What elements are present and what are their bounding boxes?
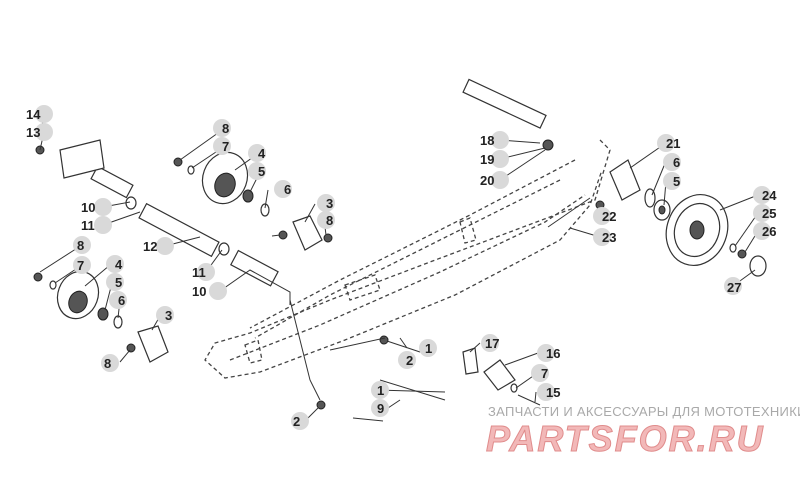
svg-text:7: 7	[77, 258, 84, 273]
label-13: 13	[26, 123, 53, 141]
svg-text:1: 1	[377, 383, 384, 398]
watermark-caption: ЗАПЧАСТИ И АКСЕССУАРЫ ДЛЯ МОТОТЕХНИКИ	[488, 404, 800, 419]
svg-text:20: 20	[480, 173, 494, 188]
svg-text:6: 6	[284, 182, 291, 197]
svg-text:23: 23	[602, 230, 616, 245]
label-27: 27	[724, 277, 742, 295]
label-5c: 5	[663, 172, 681, 190]
label-7a: 7	[213, 137, 231, 155]
label-10b: 10	[192, 282, 227, 300]
svg-text:11: 11	[81, 218, 95, 233]
svg-text:19: 19	[480, 152, 494, 167]
svg-text:22: 22	[602, 209, 616, 224]
svg-text:21: 21	[666, 136, 680, 151]
label-22: 22	[593, 207, 616, 225]
svg-text:8: 8	[326, 213, 333, 228]
label-3a: 3	[317, 194, 335, 212]
label-5b: 5	[106, 273, 124, 291]
rear-wheel	[665, 194, 767, 277]
label-9: 9	[371, 399, 389, 417]
svg-text:26: 26	[762, 224, 776, 239]
callout-labels: 14 13 8 7 4 5 6 10 11 12 3 8 11 10 8 7 4…	[26, 105, 777, 430]
svg-text:3: 3	[165, 308, 172, 323]
svg-text:12: 12	[143, 239, 157, 254]
svg-text:25: 25	[762, 206, 776, 221]
svg-text:10: 10	[81, 200, 95, 215]
svg-text:7: 7	[222, 139, 229, 154]
label-2b: 2	[291, 412, 309, 430]
label-3b: 3	[156, 306, 174, 324]
svg-text:11: 11	[192, 265, 206, 280]
label-23: 23	[593, 228, 616, 246]
label-8c: 8	[73, 236, 91, 254]
label-24: 24	[753, 186, 777, 204]
label-11b: 11	[192, 263, 215, 281]
svg-text:18: 18	[480, 133, 494, 148]
label-20: 20	[480, 171, 509, 189]
svg-text:8: 8	[104, 356, 111, 371]
label-10a: 10	[81, 198, 112, 216]
svg-text:6: 6	[118, 293, 125, 308]
label-7c: 7	[531, 364, 549, 382]
label-14: 14	[26, 105, 53, 123]
svg-text:10: 10	[192, 284, 206, 299]
idler-shafts	[35, 139, 279, 287]
svg-text:3: 3	[326, 196, 333, 211]
svg-text:16: 16	[546, 346, 560, 361]
label-6c: 6	[663, 153, 681, 171]
label-25: 25	[753, 204, 776, 222]
label-16: 16	[537, 344, 560, 362]
label-1a: 1	[419, 339, 437, 357]
svg-text:9: 9	[377, 401, 384, 416]
label-6b: 6	[109, 291, 127, 309]
label-8a: 8	[213, 119, 231, 137]
svg-text:5: 5	[673, 174, 680, 189]
label-7b: 7	[73, 256, 91, 274]
label-18: 18	[480, 131, 509, 149]
svg-text:15: 15	[546, 385, 560, 400]
svg-text:14: 14	[26, 107, 41, 122]
label-1b: 1	[371, 381, 389, 399]
svg-text:7: 7	[541, 366, 548, 381]
bolts	[316, 335, 541, 422]
label-4b: 4	[106, 255, 124, 273]
label-6a: 6	[274, 180, 292, 198]
svg-text:8: 8	[222, 121, 229, 136]
label-21: 21	[657, 134, 680, 152]
svg-text:4: 4	[115, 257, 123, 272]
svg-text:24: 24	[762, 188, 777, 203]
label-26: 26	[753, 222, 776, 240]
idler-wheel-lower	[33, 270, 169, 363]
svg-text:17: 17	[485, 336, 499, 351]
label-17: 17	[481, 334, 499, 352]
svg-text:6: 6	[673, 155, 680, 170]
svg-text:5: 5	[258, 164, 265, 179]
svg-text:27: 27	[727, 280, 741, 295]
label-15: 15	[537, 383, 560, 401]
label-2a: 2	[398, 351, 416, 369]
label-12: 12	[143, 237, 174, 255]
label-8d: 8	[101, 354, 119, 372]
label-4a: 4	[248, 144, 266, 162]
svg-text:13: 13	[26, 125, 40, 140]
rail-frame	[204, 139, 611, 379]
svg-text:5: 5	[115, 275, 122, 290]
svg-text:2: 2	[293, 414, 300, 429]
idler-wheel-upper	[173, 151, 333, 251]
label-5a: 5	[248, 162, 266, 180]
label-11a: 11	[81, 216, 112, 234]
label-19: 19	[480, 150, 509, 168]
rear-axle	[462, 78, 671, 228]
leader-lines	[39, 113, 759, 422]
svg-text:8: 8	[77, 238, 84, 253]
svg-text:1: 1	[425, 341, 432, 356]
svg-text:2: 2	[406, 353, 413, 368]
label-8b: 8	[317, 211, 335, 229]
watermark-brand: PARTSFOR.RU	[486, 418, 765, 460]
svg-text:4: 4	[258, 146, 266, 161]
